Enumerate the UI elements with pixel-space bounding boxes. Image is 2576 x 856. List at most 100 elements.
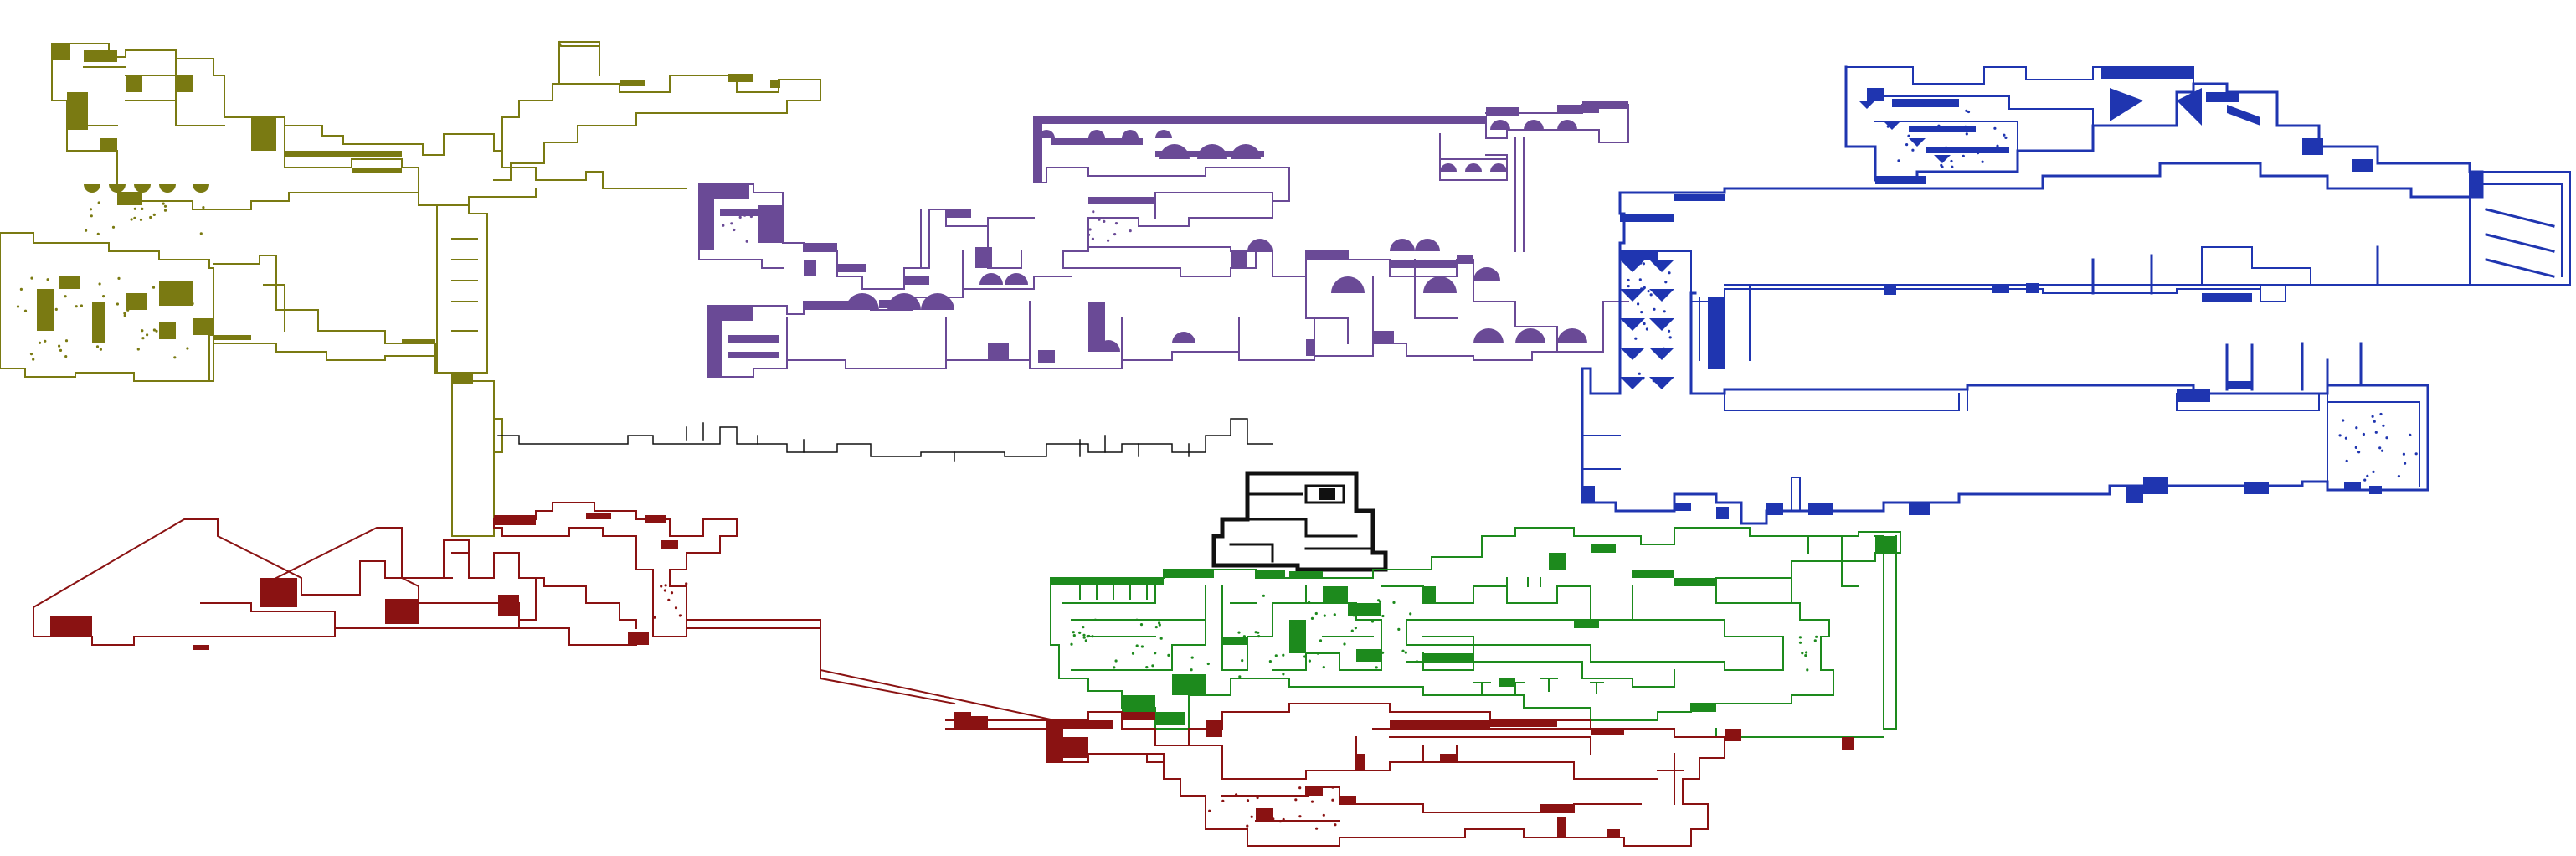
stipple-dot (1238, 675, 1242, 678)
stipple-dot (2382, 424, 2385, 427)
stipple-dot (98, 282, 101, 286)
stipple-dot (116, 302, 119, 306)
stipple-dot (2342, 419, 2345, 422)
stipple-dot (85, 229, 88, 232)
stipple-dot (1937, 104, 1941, 107)
stipple-dot (1323, 614, 1326, 617)
stipple-dot (1951, 165, 1954, 168)
stipple-dot (1663, 310, 1666, 313)
stipple-dot (40, 293, 44, 297)
stipple-dot (64, 295, 67, 298)
stipple-dot (1272, 817, 1275, 821)
stipple-dot (123, 312, 126, 315)
stipple-dot (2385, 436, 2388, 440)
stipple-dot (163, 204, 167, 208)
stipple-dot (1350, 629, 1354, 632)
stipple-dot (1158, 621, 1161, 625)
stipple-dot (1103, 219, 1106, 223)
stipple-dot (64, 339, 69, 343)
stipple-dot (1331, 786, 1334, 789)
stipple-dot (98, 312, 101, 315)
stipple-dot (1257, 631, 1260, 634)
stipple-dot (1151, 664, 1154, 668)
stipple-dot (1242, 635, 1246, 638)
stipple-dot (1668, 329, 1671, 333)
stipple-dot (29, 353, 33, 356)
stipple-dot (1401, 649, 1405, 652)
stipple-dot (2381, 449, 2384, 452)
stipple-dot (1381, 651, 1385, 654)
stipple-dot (173, 356, 177, 359)
stipple-dot (1298, 815, 1302, 818)
stipple-dot (2344, 436, 2347, 440)
stipple-dot (1643, 322, 1646, 326)
stipple-dot (1135, 644, 1139, 647)
stipple-dot (191, 302, 194, 306)
stipple-dot (163, 209, 167, 212)
stipple-dot (1964, 125, 1967, 128)
stipple-dot (1996, 144, 1999, 147)
region-blue (1581, 65, 2571, 525)
stipple-dot (96, 232, 100, 235)
stipple-dot (2397, 475, 2400, 478)
stipple-dot (1256, 796, 1259, 800)
stipple-dot (758, 216, 762, 220)
stipple-dot (733, 228, 736, 232)
stipple-dot (1981, 160, 1984, 163)
stipple-dot (1316, 652, 1319, 655)
stipple-dot (1642, 377, 1645, 380)
stipple-dot (1798, 641, 1802, 644)
stipple-dot (1129, 229, 1132, 233)
stipple-dot (1634, 337, 1638, 340)
stipple-dot (130, 218, 133, 221)
stipple-dot (1941, 165, 1944, 168)
stipple-dot (117, 276, 121, 280)
stipple-dot (1086, 635, 1089, 638)
stipple-dot (199, 232, 203, 235)
stipple-dot (1653, 307, 1656, 311)
stipple-dot (670, 591, 674, 595)
stipple-dot (1643, 286, 1646, 290)
stipple-dot (1649, 293, 1653, 297)
region-black (1211, 471, 1388, 572)
region-red (33, 502, 1854, 847)
stipple-dot (1993, 126, 1997, 130)
stipple-dot (2338, 434, 2342, 437)
stipple-dot (1409, 612, 1412, 616)
stipple-dot (1145, 666, 1149, 669)
stipple-dot (1948, 127, 1951, 131)
stipple-dot (126, 308, 130, 312)
stipple-dot (1381, 614, 1385, 618)
stipple-dot (1310, 616, 1314, 621)
stipple-dot (54, 307, 58, 311)
stipple-dot (1294, 798, 1298, 802)
stipple-dot (1889, 123, 1892, 127)
stipple-dot (97, 201, 100, 204)
stipple-dot (59, 348, 63, 352)
stipple-dot (1093, 618, 1097, 621)
stipple-dot (722, 224, 725, 227)
stipple-dot (1190, 668, 1193, 672)
stipple-dot (1257, 635, 1261, 638)
stipple-dot (1282, 673, 1285, 676)
stipple-dot (1640, 311, 1643, 314)
stipple-dot (2003, 133, 2006, 137)
stipple-dot (149, 215, 152, 219)
stipple-dot (1627, 278, 1630, 282)
region-purple (698, 101, 1629, 378)
stipple-dot (1664, 281, 1668, 284)
stipple-dot (1647, 290, 1650, 293)
stipple-dot (141, 329, 144, 333)
stipple-dot (1965, 132, 1968, 136)
stipple-dot (1070, 642, 1073, 646)
stipple-dot (1652, 379, 1655, 383)
stipple-dot (1392, 601, 1396, 605)
stipple-dot (1235, 793, 1238, 797)
stipple-dot (1665, 261, 1668, 265)
stipple-dot (162, 202, 165, 205)
stipple-dot (1298, 786, 1302, 790)
stipple-dot (1638, 278, 1642, 281)
stipple-dot (749, 214, 753, 219)
stipple-dot (1805, 651, 1808, 654)
stipple-dot (1114, 222, 1118, 225)
